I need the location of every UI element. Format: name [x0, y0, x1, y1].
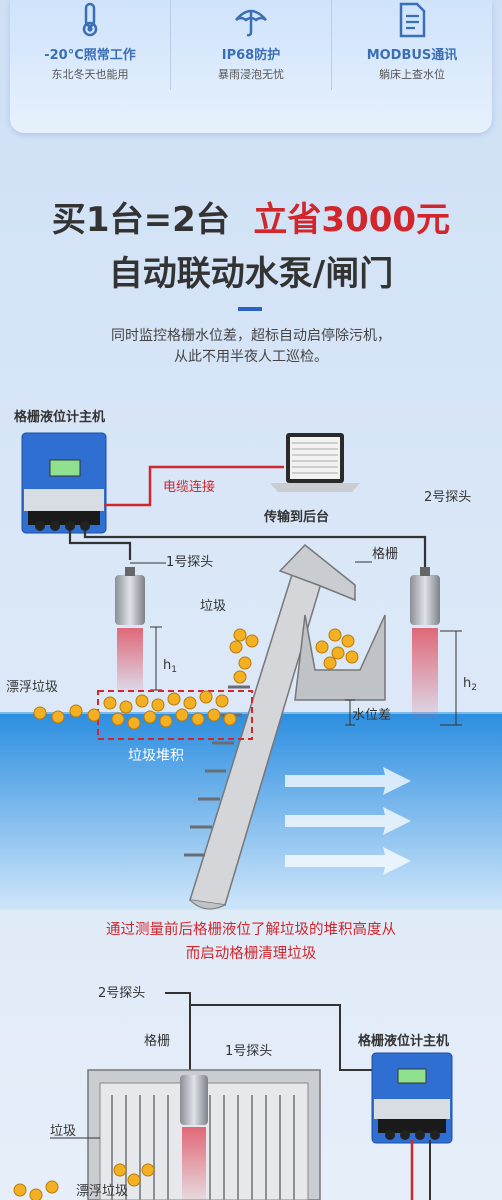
description-line: 同时监控格栅水位差，超标自动启停除污机， — [111, 328, 391, 344]
h1-label: h1 — [163, 658, 177, 675]
host-label: 格栅液位计主机 — [14, 409, 105, 425]
h2-label: h2 — [463, 676, 477, 693]
flow-arrows — [285, 767, 411, 875]
accumulation-label: 垃圾堆积 — [128, 748, 184, 764]
feature-ip68: IP68防护 暴雨浸泡无忧 — [171, 0, 331, 133]
probe1-label: 1号探头 — [166, 555, 213, 570]
title-underline — [238, 307, 262, 311]
document-icon — [399, 2, 426, 38]
headline-line2: 自动联动水泵/闸门 — [108, 254, 394, 294]
garbage-label: 垃圾 — [50, 1124, 76, 1139]
feature-title: IP68防护 — [221, 48, 281, 63]
floating-label: 漂浮垃圾 — [6, 679, 58, 695]
cable-to-laptop — [104, 465, 284, 507]
headline: 买1台=2台 立省3000元 — [0, 192, 502, 241]
caption-line: 而启动格栅清理垃圾 — [185, 946, 317, 962]
feature-subtitle: 躺床上查水位 — [379, 68, 445, 81]
cable-label: 电缆连接 — [163, 479, 215, 495]
laptop — [270, 433, 360, 492]
grid-label: 格栅 — [372, 546, 398, 562]
features-card: -20°C照常工作 东北冬天也能用 IP68防护 暴雨浸泡无忧 MODBUS通讯… — [10, 0, 492, 133]
headline-part1: 买1台=2台 — [51, 200, 230, 240]
grid-level-diagram: 格栅液位计主机 电缆连接 传输到后台 2号探头 1号探头 h1 h2 — [0, 409, 502, 910]
umbrella-icon — [235, 9, 267, 37]
water-diff-label: 水位差 — [352, 708, 391, 723]
garbage-pieces — [229, 628, 359, 684]
grid-front-diagram: 2号探头 格栅 1号探头 格栅液位计主机 垃圾 漂浮垃圾 — [13, 986, 453, 1200]
probe-1 — [115, 567, 145, 692]
probe-2 — [410, 567, 440, 718]
host-controller: 格栅液位计主机 — [14, 409, 107, 534]
feature-subtitle: 东北冬天也能用 — [51, 68, 129, 81]
grid-screen — [184, 543, 386, 910]
grid-frame — [87, 1069, 321, 1200]
divider — [170, 0, 171, 90]
transfer-label: 传输到后台 — [263, 509, 329, 525]
floating-label: 漂浮垃圾 — [76, 1183, 128, 1199]
probe2-label: 2号探头 — [424, 490, 471, 505]
host-controller — [371, 1052, 453, 1200]
probe2-label: 2号探头 — [98, 986, 145, 1001]
divider — [331, 0, 332, 90]
floating-garbage — [33, 690, 237, 730]
feature-temperature: -20°C照常工作 东北冬天也能用 — [10, 0, 170, 133]
host-label: 格栅液位计主机 — [358, 1033, 449, 1049]
description: 同时监控格栅水位差，超标自动启停除污机， 从此不用半夜人工巡检。 — [0, 326, 502, 368]
feature-title: -20°C照常工作 — [44, 48, 136, 63]
feature-modbus: MODBUS通讯 躺床上查水位 — [332, 0, 492, 133]
feature-subtitle: 暴雨浸泡无忧 — [218, 68, 284, 81]
garbage-label: 垃圾 — [200, 599, 226, 614]
description-line: 从此不用半夜人工巡检。 — [174, 349, 328, 365]
feature-title: MODBUS通讯 — [366, 48, 458, 63]
thermometer-icon — [82, 2, 98, 37]
floating-garbage — [13, 1163, 155, 1200]
probe1-label: 1号探头 — [225, 1044, 272, 1059]
diagram-caption: 通过测量前后格栅液位了解垃圾的堆积高度从 而启动格栅清理垃圾 — [0, 918, 502, 966]
caption-line: 通过测量前后格栅液位了解垃圾的堆积高度从 — [106, 922, 396, 938]
headline-savings: 立省3000元 — [253, 200, 451, 240]
grid-label: 格栅 — [144, 1033, 170, 1049]
